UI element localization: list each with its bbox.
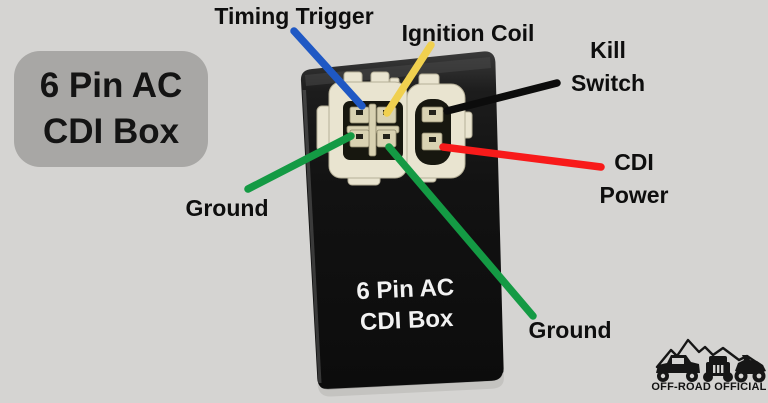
cdi-power-wire (439, 143, 605, 171)
box-edge-highlight (302, 90, 322, 383)
logo-wordmark: OFF-ROAD OFFICIAL (651, 381, 767, 393)
cdi-power-label: CDI Power (584, 146, 684, 212)
kill-switch-wire (443, 79, 561, 115)
ignition-coil-label: Ignition Coil (401, 20, 535, 46)
ground-left-wire (244, 132, 355, 193)
timing-trigger-label: Timing Trigger (214, 3, 374, 29)
device-label-line2: CDI Box (359, 304, 454, 337)
title-line-1: 6 Pin AC (39, 66, 183, 105)
utv-icon (656, 355, 700, 382)
offroad-official-logo (655, 338, 766, 383)
box-bottom-gloss (317, 372, 504, 397)
kill-switch-label-line2: Switch (570, 70, 646, 96)
kill-switch-label: Kill Switch (558, 34, 658, 100)
cdi-power-label-line2: Power (599, 182, 669, 208)
device-label: 6 Pin AC CDI Box (339, 271, 474, 339)
timing-trigger-wire (290, 27, 366, 110)
atv-icon (734, 355, 766, 383)
ignition-coil-wire (383, 41, 435, 117)
ground-right-label: Ground (528, 317, 612, 343)
title-card: 6 Pin AC CDI Box (14, 51, 208, 167)
ground-right-wire (385, 143, 537, 320)
kill-switch-label-line1: Kill (590, 37, 626, 63)
ground-left-label: Ground (185, 195, 269, 221)
mountains-icon (655, 338, 764, 369)
cdi-power-label-line1: CDI (614, 149, 654, 175)
pin-cross-bar (368, 103, 377, 157)
jeep-icon (703, 356, 733, 382)
title-line-2: CDI Box (42, 112, 180, 151)
